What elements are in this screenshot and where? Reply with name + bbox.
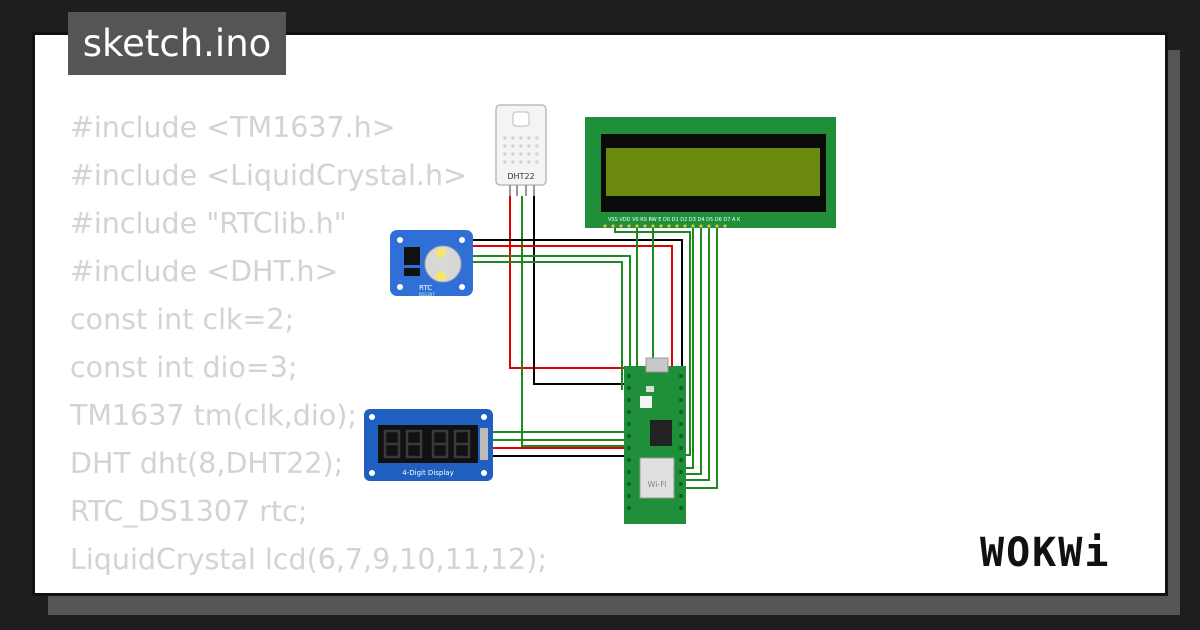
wokwi-logo: WOKWi xyxy=(980,530,1110,576)
code-line: TM1637 tm(clk,dio); xyxy=(70,399,357,432)
code-line: #include <LiquidCrystal.h> xyxy=(70,159,467,192)
code-line: const int dio=3; xyxy=(70,351,298,384)
wire-dht-gnd xyxy=(533,196,628,385)
code-line: #include <TM1637.h> xyxy=(70,111,396,144)
wire-lcd-d5 xyxy=(684,226,702,475)
code-line: flo xyxy=(70,584,547,593)
wire-dht-data xyxy=(521,196,628,447)
file-tab[interactable]: sketch.ino xyxy=(68,12,286,75)
wire-lcd-d7 xyxy=(684,226,718,489)
lcd-1602[interactable]: VSS VDD V0 RS RW E D0 D1 D2 D3 D4 D5 D6 … xyxy=(585,117,836,228)
code-line: RTC_DS1307 rtc; xyxy=(70,495,308,528)
wire-rtc-gnd xyxy=(404,239,683,382)
code-preview: #include <TM1637.h> #include <LiquidCryst… xyxy=(70,104,547,593)
code-line: const int clk=2; xyxy=(70,303,295,336)
code-line: #include "RTClib.h" xyxy=(70,207,347,240)
pico-wifi-label: Wi-Fi xyxy=(647,480,666,489)
display-label: 4-Digit Display xyxy=(402,469,453,477)
wire-rtc-vcc xyxy=(404,245,673,378)
rtc-label: RTC xyxy=(419,284,432,292)
code-line: DHT dht(8,DHT22); xyxy=(70,447,344,480)
rtc-module[interactable]: RTC DS1307 xyxy=(390,230,473,297)
dht22-sensor[interactable]: DHT22 xyxy=(495,104,547,196)
four-digit-display[interactable]: 4-Digit Display xyxy=(364,409,493,481)
wire-dht-vcc xyxy=(509,196,628,369)
code-line: #include <DHT.h> xyxy=(70,255,339,288)
code-line: LiquidCrystal lcd(6,7,9,10,11,12); xyxy=(70,543,547,576)
lcd-pin-labels: VSS VDD V0 RS RW E D0 D1 D2 D3 D4 D5 D6 … xyxy=(608,217,741,223)
pico-w-board[interactable]: Wi-Fi xyxy=(624,357,686,524)
wire-lcd-vdd xyxy=(614,226,691,456)
wire-rtc-scl xyxy=(404,261,623,390)
rtc-sub-label: DS1307 xyxy=(419,292,435,297)
wire-lcd-d4 xyxy=(684,226,694,469)
wokwi-logo-text: WOKWi xyxy=(980,530,1110,576)
wire-lcd-d6 xyxy=(684,226,710,481)
wire-rtc-sda xyxy=(404,255,631,380)
wires xyxy=(404,196,718,489)
dht-label: DHT22 xyxy=(507,172,534,181)
